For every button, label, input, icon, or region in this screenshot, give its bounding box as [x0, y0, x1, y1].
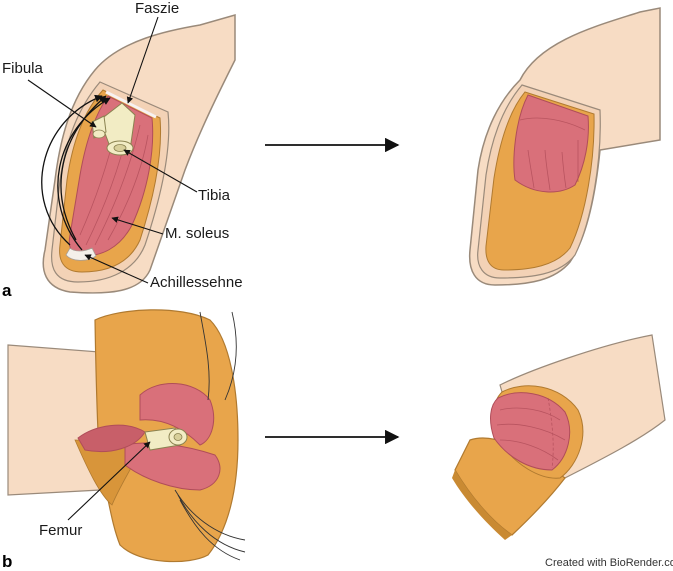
- thigh-skin: [7, 344, 101, 496]
- muscle-striations-closed: [519, 117, 586, 191]
- leader-faszie: [126, 16, 159, 104]
- label-fibula: Fibula: [2, 60, 44, 77]
- panel-label-b: b: [2, 552, 12, 571]
- leader-soleus: [111, 216, 164, 235]
- panel-a-labels: Faszie Fibula Tibia M. soleus Achillesse…: [2, 0, 243, 300]
- label-femur: Femur: [39, 522, 82, 539]
- muscle-closed: [490, 392, 571, 471]
- leader-femur: [67, 441, 151, 521]
- tibia-bone: [99, 102, 136, 156]
- thigh-fat-closed-shade: [452, 470, 512, 540]
- flap-fold-arrows: [41, 94, 111, 251]
- quadriceps-flap: [139, 383, 215, 446]
- leader-fibula: [27, 79, 97, 128]
- panel-a-left-stump: [41, 14, 236, 294]
- panel-a-right-stump: [468, 7, 661, 286]
- nerve-lines: [174, 311, 246, 561]
- fascia-line: [105, 90, 157, 119]
- biorender-credit: Created with BioRender.com: [545, 557, 673, 569]
- leader-tibia: [123, 149, 198, 193]
- panel-b-left-stump: [7, 309, 246, 563]
- label-soleus: M. soleus: [165, 225, 229, 242]
- label-tibia: Tibia: [198, 187, 231, 204]
- panel-label-a: a: [2, 281, 12, 300]
- panel-b-right-stump: [452, 334, 666, 540]
- label-faszie: Faszie: [135, 0, 179, 17]
- muscle-flap-closed: [513, 94, 589, 193]
- muscle-closed-striations: [496, 397, 566, 469]
- panel-b-labels: Femur b: [2, 441, 151, 571]
- femur-bone: [144, 427, 188, 451]
- label-achilles: Achillessehne: [150, 274, 243, 291]
- leader-achilles: [84, 254, 149, 284]
